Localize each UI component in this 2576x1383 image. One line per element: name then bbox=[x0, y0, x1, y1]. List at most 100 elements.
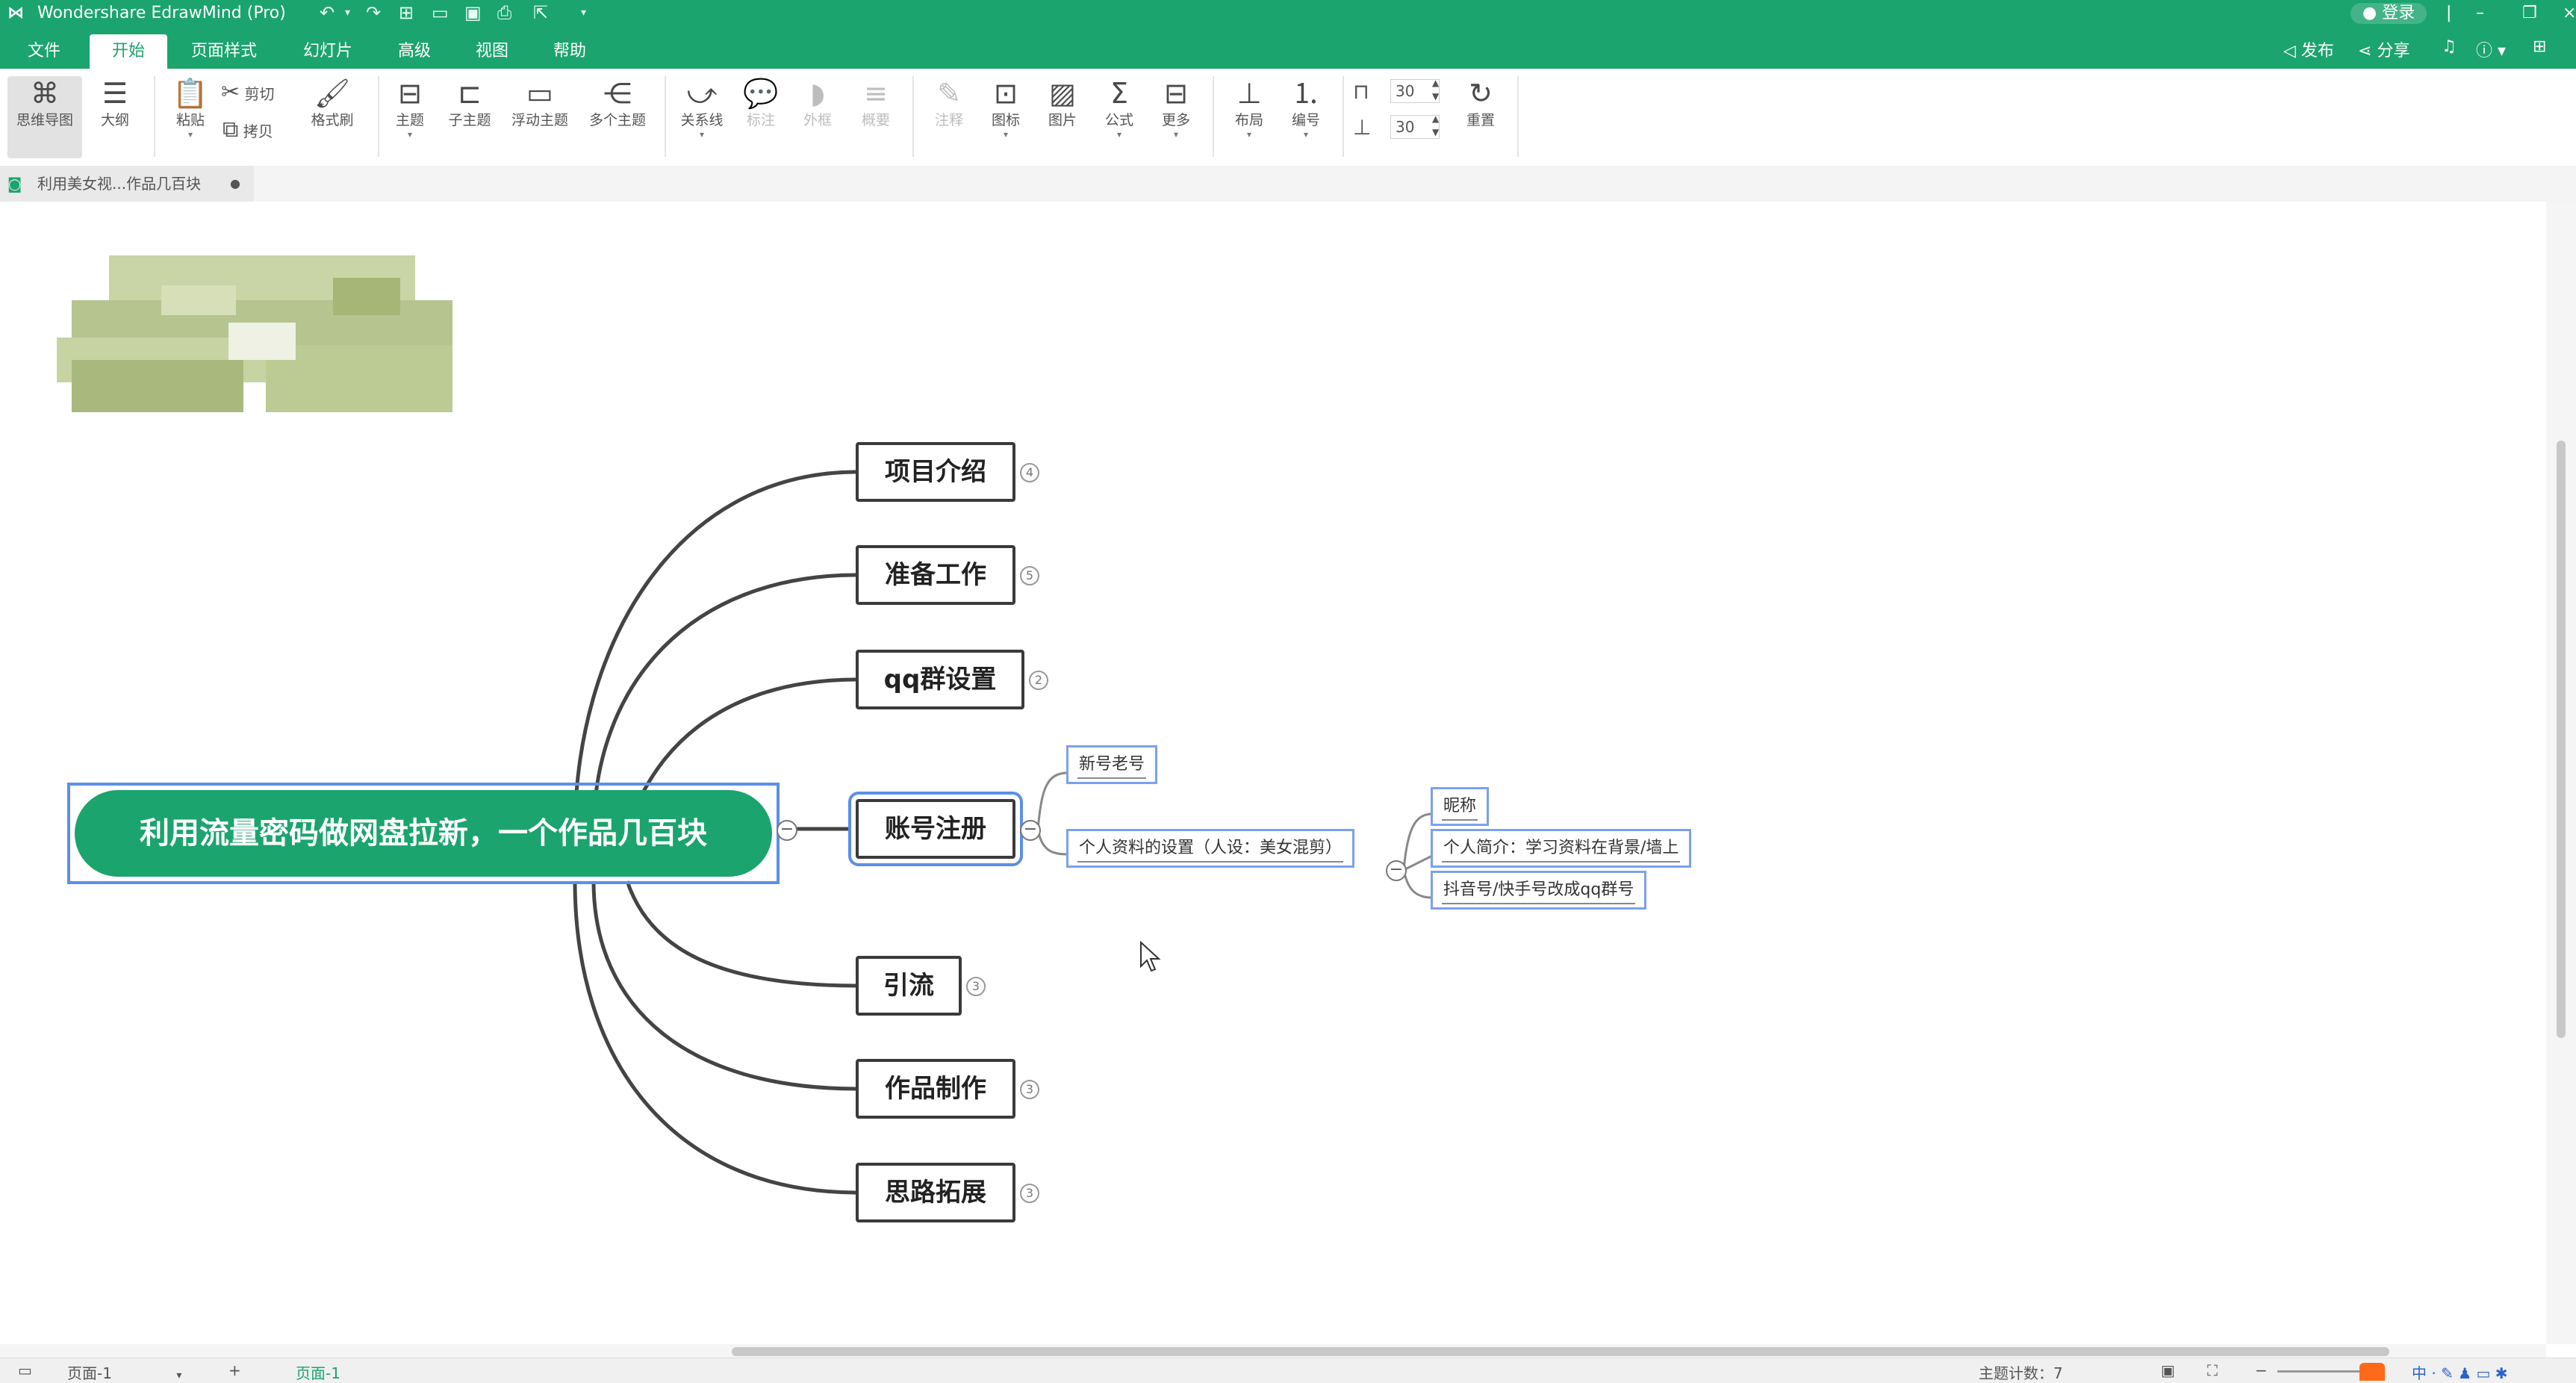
topic-account-registration[interactable]: 账号注册 bbox=[848, 792, 1023, 866]
save-icon[interactable]: ▣ bbox=[464, 2, 482, 23]
copy-button[interactable]: ⧉ 拷贝 bbox=[223, 116, 273, 143]
tab-view[interactable]: 视图 bbox=[475, 42, 508, 60]
tab-help[interactable]: 帮助 bbox=[553, 42, 586, 60]
minimize-icon[interactable]: – bbox=[2476, 4, 2484, 22]
separator bbox=[378, 76, 379, 157]
close-icon[interactable]: × bbox=[2563, 4, 2576, 22]
image-button[interactable]: ▨ 图片 bbox=[1038, 76, 1087, 130]
vertical-scrollbar[interactable] bbox=[2546, 202, 2576, 1344]
boundary-button[interactable]: ◗ 外框 bbox=[793, 76, 842, 130]
mindmap-file-icon: ◙ bbox=[7, 175, 22, 193]
spin-arrows-icon[interactable]: ▲▼ bbox=[1432, 114, 1440, 137]
print-icon[interactable]: ⎙ bbox=[497, 2, 512, 23]
collapsed-count-badge[interactable]: 3 bbox=[966, 977, 986, 996]
collapsed-count-badge[interactable]: 5 bbox=[1020, 566, 1039, 585]
callout-icon: 💬 bbox=[743, 77, 779, 110]
formula-button[interactable]: Σ 公式 ▾ bbox=[1095, 76, 1144, 139]
chevron-down-icon: ▾ bbox=[1246, 129, 1252, 140]
vertical-spacing-input[interactable]: 30 bbox=[1390, 115, 1440, 139]
connector-line bbox=[1036, 771, 1068, 830]
topic-project-intro[interactable]: 项目介绍 bbox=[856, 442, 1015, 502]
collapsed-count-badge[interactable]: 3 bbox=[1020, 1080, 1039, 1099]
undo-dropdown-icon[interactable]: ▾ bbox=[345, 7, 351, 19]
open-folder-icon[interactable]: ▭ bbox=[432, 2, 449, 23]
connector-line bbox=[573, 880, 858, 1195]
new-file-icon[interactable]: ⊞ bbox=[399, 2, 414, 23]
topic-content-production[interactable]: 作品制作 bbox=[856, 1059, 1015, 1119]
collapsed-count-badge[interactable]: 2 bbox=[1029, 671, 1048, 690]
collapsed-count-badge[interactable]: 3 bbox=[1020, 1184, 1039, 1203]
format-painter-button[interactable]: 🖌 格式刷 bbox=[299, 76, 366, 130]
subtopic-nickname[interactable]: 昵称 bbox=[1431, 787, 1490, 826]
tab-file[interactable]: 文件 bbox=[27, 42, 60, 60]
undo-icon[interactable]: ↶ bbox=[320, 2, 335, 23]
page-select[interactable]: 页面-1 ▾ bbox=[67, 1361, 181, 1383]
central-topic[interactable]: 利用流量密码做网盘拉新，一个作品几百块 bbox=[75, 790, 772, 877]
menu-bar: 文件 开始 页面样式 幻灯片 高级 视图 帮助 ◁ 发布 ⋖ 分享 ♫ ⓘ ▾ … bbox=[0, 27, 2576, 69]
page-panel-icon[interactable]: ▭ bbox=[18, 1361, 32, 1379]
vertical-scroll-thumb[interactable] bbox=[2557, 441, 2566, 1038]
topic-count: 主题计数：7 bbox=[1979, 1364, 2063, 1382]
multi-topic-button[interactable]: ⋲ 多个主题 bbox=[582, 76, 653, 130]
subtopic-profile-settings[interactable]: 个人资料的设置（人设：美女混剪） bbox=[1066, 829, 1355, 868]
add-page-icon[interactable]: + bbox=[228, 1361, 241, 1379]
subtopic-new-old-account[interactable]: 新号老号 bbox=[1066, 745, 1158, 784]
collapsed-count-badge[interactable]: 4 bbox=[1020, 463, 1039, 482]
format-painter-label: 格式刷 bbox=[311, 112, 354, 128]
topic-traffic[interactable]: 引流 bbox=[856, 956, 962, 1016]
restore-icon[interactable]: ❐ bbox=[2522, 4, 2537, 22]
subtopic-douyin-id[interactable]: 抖音号/快手号改成qq群号 bbox=[1431, 871, 1647, 910]
unsaved-dot-icon[interactable]: ● bbox=[230, 176, 240, 190]
boundary-icon: ◗ bbox=[809, 77, 826, 110]
tab-slides[interactable]: 幻灯片 bbox=[302, 42, 352, 60]
horizontal-spacing-input[interactable]: 30 bbox=[1390, 79, 1440, 103]
zoom-slider[interactable] bbox=[2277, 1370, 2367, 1373]
ime-toolbar-icon[interactable]: 中 · ✎ ♟ ▭ ✱ bbox=[2412, 1364, 2508, 1382]
relationship-button[interactable]: ⤻ 关系线 ▾ bbox=[673, 76, 730, 139]
reset-button[interactable]: ↻ 重置 bbox=[1456, 76, 1505, 130]
tab-page-style[interactable]: 页面样式 bbox=[190, 42, 257, 60]
paste-button[interactable]: 📋 粘贴 ▾ bbox=[164, 76, 217, 139]
layout-button[interactable]: ⊥ 布局 ▾ bbox=[1225, 76, 1274, 139]
icon-button[interactable]: ⊡ 图标 ▾ bbox=[981, 76, 1030, 139]
floating-topic-button[interactable]: ▭ 浮动主题 bbox=[505, 76, 575, 130]
spin-arrows-icon[interactable]: ▲▼ bbox=[1432, 78, 1440, 102]
fullscreen-icon[interactable]: ⛶ bbox=[2207, 1361, 2218, 1379]
note-button[interactable]: ✎ 注释 bbox=[924, 76, 974, 130]
collapse-account-icon[interactable]: − bbox=[1020, 820, 1041, 841]
collapse-profile-icon[interactable]: − bbox=[1386, 860, 1407, 881]
collapse-central-icon[interactable]: − bbox=[777, 820, 797, 841]
topic-qq-group-settings[interactable]: qq群设置 bbox=[856, 650, 1024, 709]
outline-view-button[interactable]: ☰ 大纲 bbox=[88, 76, 142, 130]
topic-idea-expansion[interactable]: 思路拓展 bbox=[856, 1163, 1015, 1222]
cut-button[interactable]: ✂ 剪切 bbox=[221, 79, 275, 105]
page-tab[interactable]: 页面-1 bbox=[296, 1364, 340, 1382]
summary-button[interactable]: ≡ 概要 bbox=[851, 76, 900, 130]
topic-preparation[interactable]: 准备工作 bbox=[856, 545, 1015, 605]
horizontal-scrollbar[interactable] bbox=[0, 1344, 2546, 1358]
customize-toolbar-icon[interactable]: ▾ bbox=[581, 7, 587, 19]
document-tab[interactable]: ◙ 利用美女视...作品几百块 ● bbox=[0, 166, 254, 202]
export-icon[interactable]: ⇱ bbox=[533, 2, 549, 23]
more-button[interactable]: ⊟ 更多 ▾ bbox=[1151, 76, 1201, 139]
clipboard-icon: 📋 bbox=[172, 77, 208, 110]
tab-home[interactable]: 开始 bbox=[90, 34, 167, 69]
topic-button[interactable]: ⊟ 主题 ▾ bbox=[385, 76, 435, 139]
mindmap-canvas[interactable]: 利用流量密码做网盘拉新，一个作品几百块 − 项目介绍 4 准备工作 5 qq群设… bbox=[0, 202, 2546, 1344]
tab-advanced[interactable]: 高级 bbox=[397, 42, 431, 60]
callout-button[interactable]: 💬 标注 bbox=[736, 76, 785, 130]
subtopic-button[interactable]: ⊏ 子主题 bbox=[441, 76, 499, 130]
horizontal-scroll-thumb[interactable] bbox=[732, 1347, 2389, 1356]
subtopic-bio[interactable]: 个人简介：学习资料在背景/墙上 bbox=[1431, 829, 1692, 868]
help-icon[interactable]: ⓘ ▾ bbox=[2476, 42, 2507, 60]
login-button[interactable]: ● 登录 bbox=[2351, 3, 2427, 24]
numbering-button[interactable]: ⒈ 编号 ▾ bbox=[1281, 76, 1331, 139]
redo-icon[interactable]: ↷ bbox=[366, 2, 382, 23]
fit-page-icon[interactable]: ▣ bbox=[2161, 1361, 2175, 1379]
bell-icon[interactable]: ♫ bbox=[2442, 37, 2457, 56]
share-button[interactable]: ⋖ 分享 bbox=[2358, 37, 2409, 61]
mindmap-view-button[interactable]: ⌘ 思维导图 bbox=[7, 76, 82, 158]
publish-button[interactable]: ◁ 发布 bbox=[2283, 37, 2334, 61]
zoom-out-icon[interactable]: − bbox=[2255, 1361, 2268, 1379]
apps-grid-icon[interactable]: ⊞ bbox=[2533, 37, 2547, 56]
